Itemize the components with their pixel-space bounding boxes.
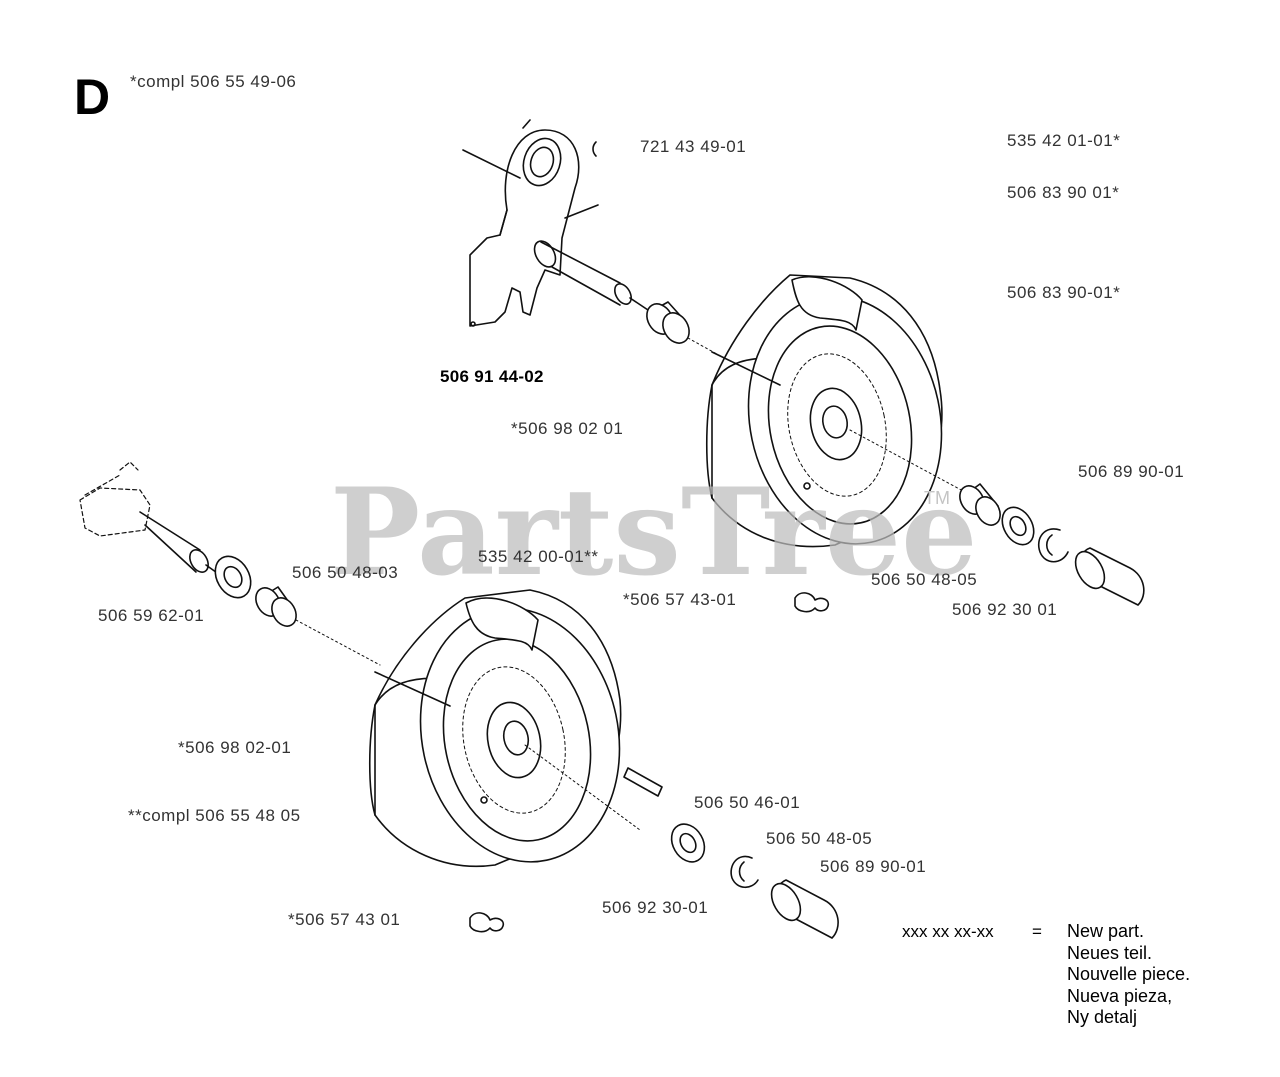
part-label-506-89-90-01-bottom[interactable]: 506 89 90-01 bbox=[820, 857, 927, 876]
part-label-535-42-01-01[interactable]: 535 42 01-01* bbox=[1007, 131, 1121, 150]
part-label-506-91-44-02[interactable]: 506 91 44-02 bbox=[440, 367, 544, 386]
legend-key: xxx xx xx-xx bbox=[902, 922, 994, 941]
legend-line-es: Nueva pieza, bbox=[1067, 985, 1173, 1006]
part-label-506-98-02-01-top[interactable]: *506 98 02 01 bbox=[511, 419, 624, 438]
part-label-721-43-49-01[interactable]: 721 43 49-01 bbox=[640, 137, 747, 156]
part-label-506-50-46-01[interactable]: 506 50 46-01 bbox=[694, 793, 801, 812]
part-label-506-50-48-03[interactable]: 506 50 48-03 bbox=[292, 563, 399, 582]
legend-line-sv: Ny detalj bbox=[1067, 1007, 1138, 1027]
watermark-trademark: TM bbox=[924, 488, 950, 508]
part-label-535-42-00-01[interactable]: 535 42 00-01** bbox=[478, 547, 599, 566]
wheel-lower bbox=[368, 589, 622, 867]
part-label-506-57-43-01-mid[interactable]: *506 57 43-01 bbox=[623, 590, 737, 609]
section-letter: D bbox=[74, 69, 111, 125]
axle-frame-fragment bbox=[79, 461, 381, 666]
lower-hardware bbox=[524, 744, 839, 939]
part-label-506-92-30-01-top[interactable]: 506 92 30 01 bbox=[952, 600, 1058, 619]
upper-hardware bbox=[849, 429, 1145, 606]
part-label-506-83-90-01-b[interactable]: 506 83 90-01* bbox=[1007, 283, 1121, 302]
legend-equals: = bbox=[1032, 922, 1042, 941]
part-label-506-83-90-01-a[interactable]: 506 83 90 01* bbox=[1007, 183, 1120, 202]
part-label-506-89-90-01-top[interactable]: 506 89 90-01 bbox=[1078, 462, 1185, 481]
part-label-compl-top[interactable]: *compl 506 55 49-06 bbox=[130, 72, 297, 91]
part-label-506-92-30-01-bottom[interactable]: 506 92 30-01 bbox=[602, 898, 709, 917]
bracket-arm bbox=[462, 119, 599, 327]
axle-pin bbox=[533, 240, 649, 311]
legend-line-en: New part. bbox=[1067, 921, 1145, 941]
part-label-506-57-43-01-bottom[interactable]: *506 57 43 01 bbox=[288, 910, 401, 929]
part-label-506-50-48-05-top[interactable]: 506 50 48-05 bbox=[871, 570, 978, 589]
wing-nut-clips bbox=[469, 141, 830, 933]
legend-line-fr: Nouvelle piece. bbox=[1067, 964, 1191, 984]
part-label-506-98-02-01-bottom[interactable]: *506 98 02-01 bbox=[178, 738, 292, 757]
legend-line-de: Neues teil. bbox=[1067, 942, 1153, 963]
legend-translations: New part. Neues teil. Nouvelle piece. Nu… bbox=[1067, 921, 1190, 1029]
part-label-506-59-62-01[interactable]: 506 59 62-01 bbox=[98, 606, 205, 625]
part-label-compl-bottom[interactable]: **compl 506 55 48 05 bbox=[128, 806, 301, 825]
part-label-506-50-48-05-bottom[interactable]: 506 50 48-05 bbox=[766, 829, 873, 848]
watermark-text: PartsTree bbox=[330, 462, 978, 603]
wheel-upper bbox=[705, 274, 943, 548]
